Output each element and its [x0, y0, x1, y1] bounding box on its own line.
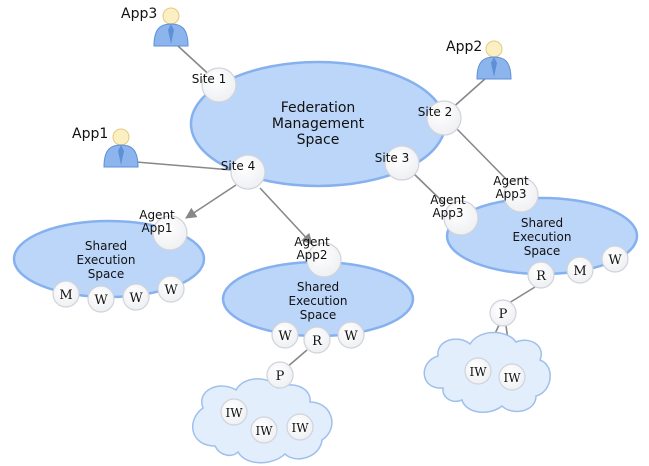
arrow-site4-agent-app2	[259, 187, 313, 245]
node-r-right-label: R	[536, 269, 547, 284]
node-iw-right-2-label: IW	[503, 371, 521, 385]
node-w-left-1-label: W	[94, 293, 108, 308]
node-w-left-3-label: W	[164, 283, 178, 298]
node-w-middle-1[interactable]: W	[271, 321, 299, 349]
node-r-middle-label: R	[312, 334, 323, 349]
shared-space-left-line3: Space	[88, 267, 125, 281]
node-iw-right-1[interactable]: IW	[464, 357, 492, 385]
node-p-middle-label: P	[276, 369, 285, 384]
shared-space-right-line1: Shared	[521, 216, 563, 230]
app2-label: App2	[446, 39, 482, 55]
node-iw-middle-2-label: IW	[255, 424, 273, 438]
user-icon-app2	[476, 40, 512, 80]
shared-space-middle-line1: Shared	[297, 280, 339, 294]
node-r-right[interactable]: R	[527, 261, 555, 289]
site-2-node[interactable]: Site 2	[418, 100, 462, 136]
site-1-node[interactable]: Site 1	[192, 67, 237, 103]
site-2-label: Site 2	[418, 105, 453, 119]
node-w-left-2[interactable]: W	[122, 283, 150, 311]
agent-app3-node-a[interactable]: Agent App3	[493, 174, 539, 213]
shared-space-middle-line2: Execution	[289, 294, 348, 308]
node-p-middle[interactable]: P	[266, 361, 294, 389]
node-iw-right-1-label: IW	[469, 365, 487, 379]
shared-space-left-line1: Shared	[85, 239, 127, 253]
node-iw-middle-1[interactable]: IW	[220, 398, 248, 426]
link-app1-site4	[135, 161, 233, 171]
node-w-right-label: W	[608, 253, 622, 268]
user-icon-app3	[153, 7, 189, 47]
arrow-site4-agent-app1	[185, 184, 237, 219]
node-w-middle-2[interactable]: W	[337, 321, 365, 349]
node-w-left-3[interactable]: W	[157, 275, 185, 303]
node-w-left-1[interactable]: W	[87, 285, 115, 313]
agent-app1-node[interactable]: Agent App1	[139, 208, 188, 251]
link-app2-site2	[449, 77, 487, 111]
node-m-left[interactable]: M	[52, 280, 80, 308]
link-r-p-middle	[285, 349, 308, 369]
link-site2-agent-app3	[455, 127, 508, 181]
federation-label-line3: Space	[297, 132, 340, 148]
site-1-label: Site 1	[192, 72, 227, 86]
agent-app1-line2: App1	[141, 221, 172, 235]
agent-app3-a-line2: App3	[495, 187, 526, 201]
agent-app3-node-b[interactable]: Agent App3	[430, 193, 479, 236]
agent-app2-line1: Agent	[294, 235, 330, 249]
node-r-middle[interactable]: R	[303, 326, 331, 354]
federation-label-line1: Federation	[281, 100, 356, 116]
federation-management-space: Federation Management Space	[189, 60, 447, 188]
node-iw-middle-3[interactable]: IW	[286, 413, 314, 441]
site-3-node[interactable]: Site 3	[375, 145, 420, 181]
user-icon-app1	[103, 128, 139, 168]
node-p-right-label: P	[499, 307, 508, 322]
node-w-middle-2-label: W	[344, 329, 358, 344]
shared-space-middle-line3: Space	[300, 308, 337, 322]
agent-app3-a-line1: Agent	[493, 174, 529, 188]
agent-app1-line1: Agent	[139, 208, 175, 222]
shared-space-right-line2: Execution	[513, 230, 572, 244]
link-site3-agent-app3	[411, 171, 446, 205]
node-iw-middle-1-label: IW	[225, 406, 243, 420]
node-m-right[interactable]: M	[566, 256, 594, 284]
node-m-left-label: M	[59, 288, 72, 303]
app3-label: App3	[121, 6, 157, 22]
link-r-p-right	[508, 286, 536, 304]
federation-label-line2: Management	[272, 116, 365, 132]
node-p-right[interactable]: P	[489, 299, 517, 327]
site-4-label: Site 4	[221, 159, 256, 173]
agent-app2-node[interactable]: Agent App2	[294, 235, 342, 278]
node-iw-middle-2[interactable]: IW	[250, 416, 278, 444]
node-w-middle-1-label: W	[278, 329, 292, 344]
node-iw-middle-3-label: IW	[291, 421, 309, 435]
app1-label: App1	[72, 126, 108, 142]
node-m-right-label: M	[573, 264, 586, 279]
agent-app3-b-line2: App3	[432, 206, 463, 220]
agent-app2-line2: App2	[296, 248, 327, 262]
agent-app3-b-line1: Agent	[430, 193, 466, 207]
node-w-right[interactable]: W	[601, 245, 629, 273]
site-3-label: Site 3	[375, 151, 410, 165]
shared-space-right-line3: Space	[524, 244, 561, 258]
site-4-node[interactable]: Site 4	[221, 154, 266, 190]
node-w-left-2-label: W	[129, 291, 143, 306]
node-iw-right-2[interactable]: IW	[498, 363, 526, 391]
shared-space-left-line2: Execution	[77, 253, 136, 267]
